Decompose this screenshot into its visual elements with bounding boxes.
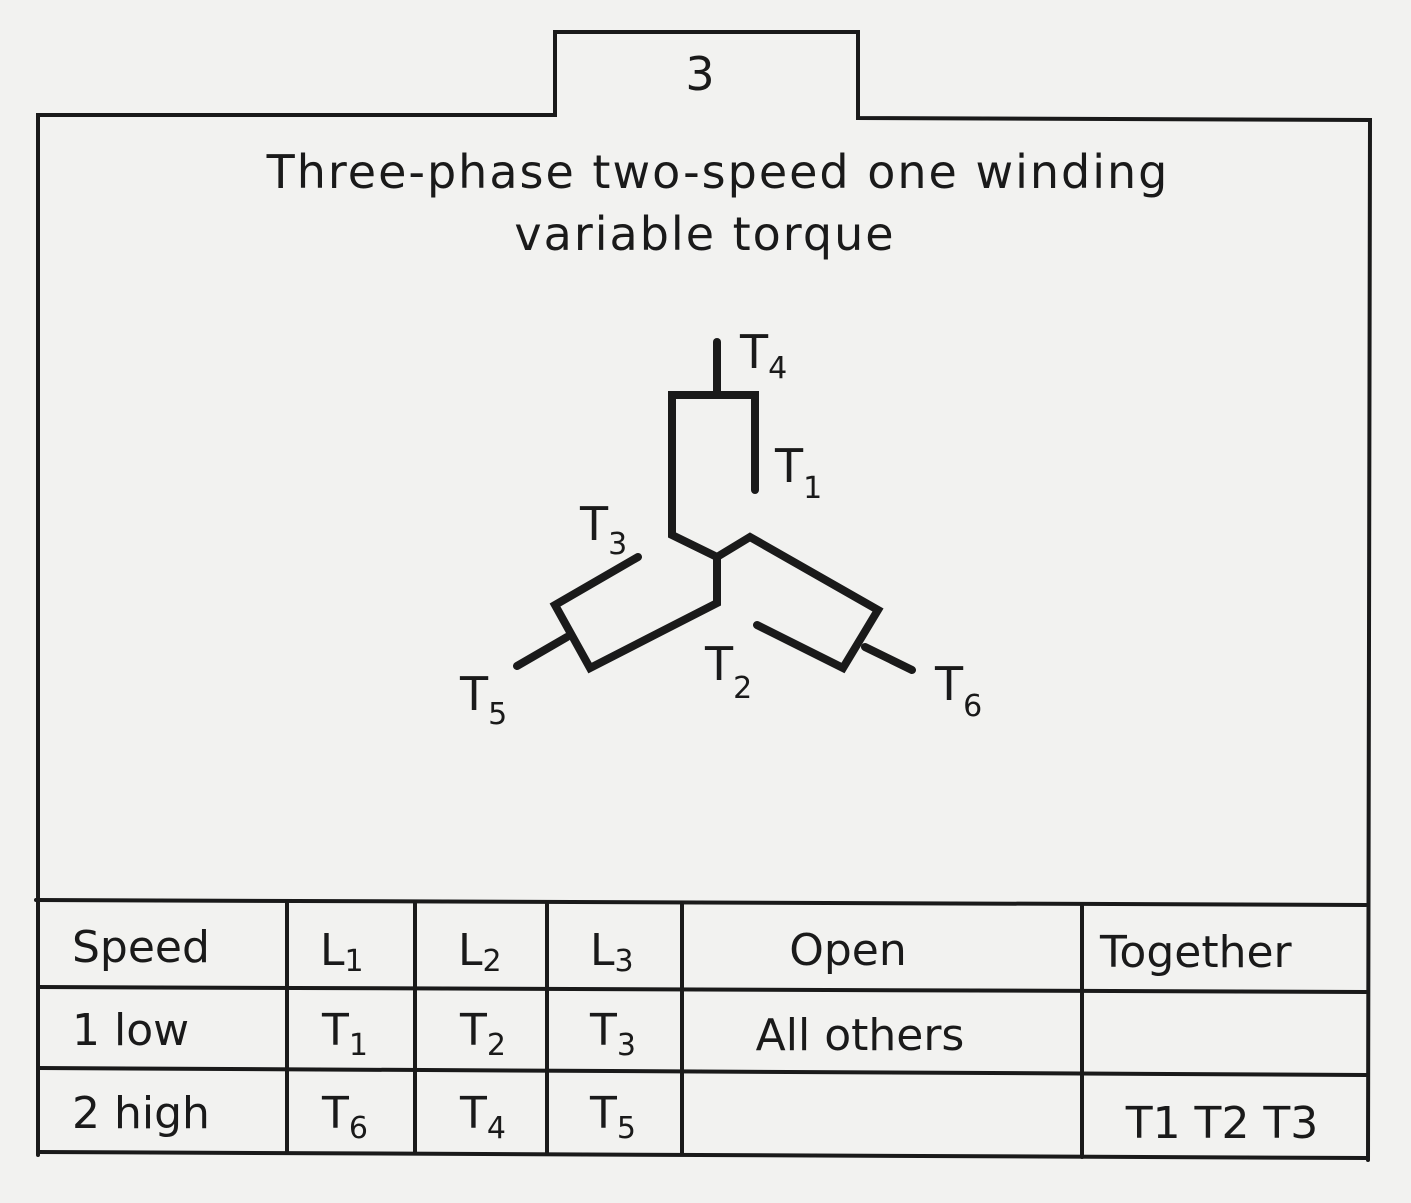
- cell-l2: T2: [459, 1005, 506, 1063]
- cell-speed: 2 high: [72, 1088, 210, 1139]
- winding-phase-2: [713, 532, 884, 674]
- cell-together: T1 T2 T3: [1125, 1098, 1319, 1149]
- title-line-1: Three-phase two-speed one winding: [266, 145, 1170, 199]
- label-t4: T4: [739, 325, 787, 386]
- connection-table: Speed L1 L2 L3 Open Together 1 low T1 T2…: [34, 898, 1368, 1160]
- winding-phase-1: [668, 391, 759, 561]
- header-l2: L2: [458, 925, 502, 979]
- cell-l1: T6: [321, 1088, 368, 1146]
- lead-t5: [513, 633, 571, 670]
- table-row: 1 low T1 T2 T3 All others: [72, 1005, 964, 1063]
- table-header-row: Speed L1 L2 L3 Open Together: [72, 922, 1293, 979]
- cell-l2: T4: [459, 1088, 506, 1146]
- cell-speed: 1 low: [72, 1005, 189, 1056]
- title-line-2: variable torque: [514, 207, 895, 261]
- header-together: Together: [1099, 927, 1293, 978]
- header-open: Open: [789, 925, 907, 976]
- lead-t6: [861, 643, 916, 674]
- cell-l3: T3: [589, 1005, 636, 1063]
- label-t6: T6: [934, 657, 982, 724]
- cell-l1: T1: [321, 1005, 368, 1063]
- card-outline: [36, 30, 1373, 1162]
- label-t5: T5: [459, 667, 507, 732]
- label-t3: T3: [579, 497, 627, 562]
- cell-open: All others: [756, 1010, 965, 1061]
- label-t1: T1: [774, 439, 822, 506]
- winding-phase-3: [549, 553, 721, 674]
- cell-l3: T5: [589, 1088, 636, 1146]
- header-l1: L1: [320, 925, 364, 979]
- header-l3: L3: [590, 925, 634, 979]
- label-t2: T2: [704, 637, 752, 706]
- tab-number: 3: [685, 47, 714, 101]
- winding-schematic: [513, 338, 916, 674]
- table-row: 2 high T6 T4 T5 T1 T2 T3: [72, 1088, 1318, 1149]
- terminal-labels: T4 T1 T3 T2 T5 T6: [459, 325, 982, 732]
- header-speed: Speed: [72, 922, 210, 973]
